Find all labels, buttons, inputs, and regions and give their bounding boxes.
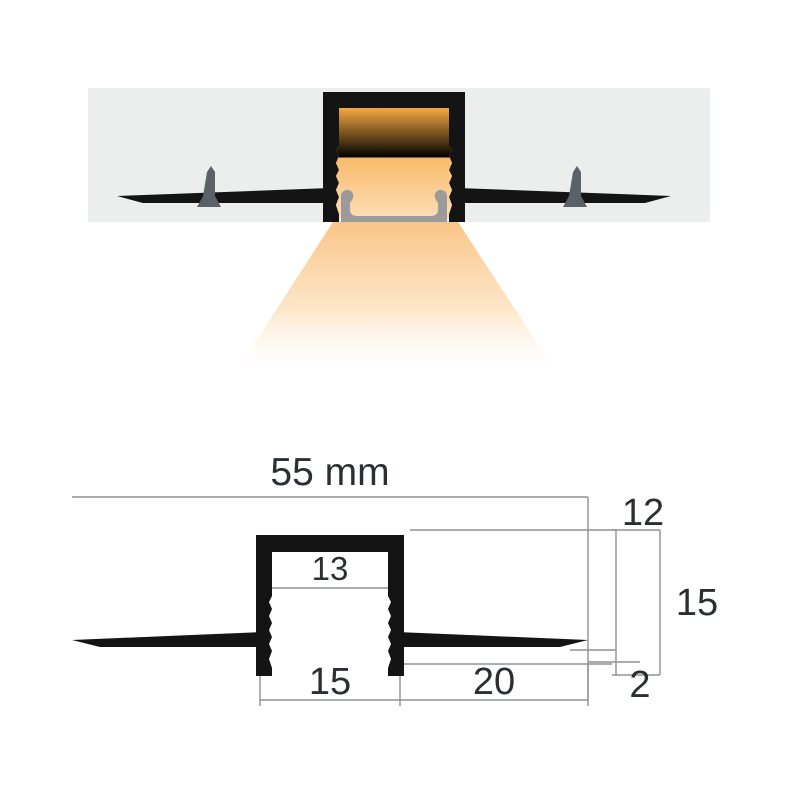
label-total-height: 15: [676, 582, 718, 624]
led-cavity-glow: [336, 108, 452, 218]
light-beam: [232, 222, 560, 378]
profile-section: [256, 535, 404, 676]
label-top-gap: 12: [622, 492, 664, 534]
section-flange-left: [72, 632, 263, 647]
mounting-screw-right: [563, 166, 587, 207]
dimension-lines: [72, 496, 661, 706]
label-inner-width: 13: [312, 550, 349, 587]
label-side-width: 20: [473, 661, 515, 703]
profile-housing: [323, 92, 465, 222]
diffuser-lens: [341, 189, 447, 222]
label-flange-thickness: 2: [629, 664, 650, 706]
label-overall-width: 55 mm: [270, 451, 389, 494]
label-channel-width: 15: [309, 661, 351, 703]
mounting-screw-left: [197, 166, 221, 207]
flange-left: [117, 188, 330, 203]
section-flange-right: [397, 632, 588, 647]
flange-right: [458, 188, 671, 203]
